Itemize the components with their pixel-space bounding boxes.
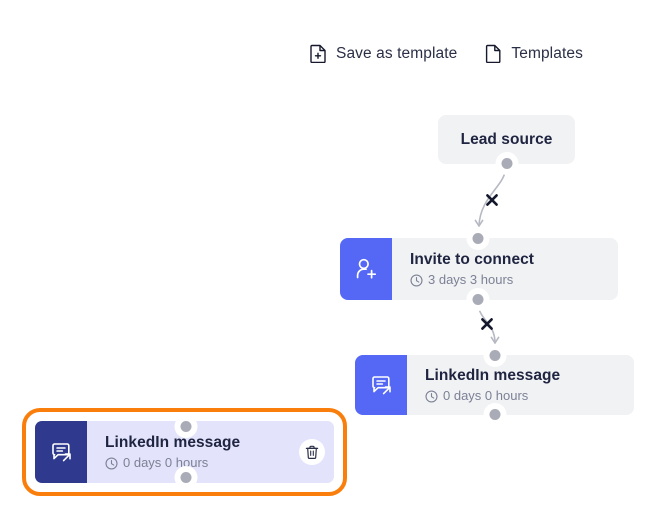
node-linkedin-message-title: LinkedIn message bbox=[425, 367, 561, 384]
node-invite-output-port[interactable] bbox=[472, 294, 484, 305]
remove-connection-x-2[interactable] bbox=[479, 316, 495, 332]
clock-icon bbox=[425, 389, 438, 403]
save-as-template-label: Save as template bbox=[336, 44, 458, 62]
edge-arrowhead-2 bbox=[490, 336, 500, 344]
node-selected-input-port[interactable] bbox=[180, 421, 192, 432]
template-toolbar: Save as template Templates bbox=[310, 44, 583, 63]
user-plus-icon bbox=[340, 238, 392, 300]
templates-label: Templates bbox=[511, 44, 583, 62]
clock-icon bbox=[105, 456, 118, 470]
node-linkedin-message-input-port[interactable] bbox=[489, 350, 501, 361]
node-selected-output-port[interactable] bbox=[180, 472, 192, 483]
node-invite-delay-label: 3 days 3 hours bbox=[428, 272, 514, 287]
delete-node-button[interactable] bbox=[299, 439, 325, 465]
templates-button[interactable]: Templates bbox=[485, 44, 583, 63]
clock-icon bbox=[410, 273, 423, 287]
node-invite-title: Invite to connect bbox=[410, 251, 535, 268]
edge-arrowhead-1 bbox=[474, 219, 484, 227]
trash-icon bbox=[305, 445, 319, 459]
remove-connection-x-1[interactable] bbox=[484, 192, 500, 208]
node-selected-title: LinkedIn message bbox=[105, 434, 241, 451]
node-linkedin-message-output-port[interactable] bbox=[489, 409, 501, 420]
message-send-icon bbox=[35, 421, 87, 483]
node-lead-source-output-port[interactable] bbox=[501, 158, 512, 169]
node-invite-input-port[interactable] bbox=[472, 233, 484, 244]
node-lead-source[interactable]: Lead source bbox=[438, 115, 575, 175]
node-lead-source-title: Lead source bbox=[460, 131, 553, 148]
node-linkedin-message-delay: 0 days 0 hours bbox=[425, 388, 634, 404]
node-linkedin-message-delay-label: 0 days 0 hours bbox=[443, 388, 529, 403]
node-linkedin-message-selected[interactable]: LinkedIn message 0 days 0 hours bbox=[22, 408, 347, 496]
node-selected-delay-label: 0 days 0 hours bbox=[123, 455, 209, 470]
file-plus-icon bbox=[310, 44, 327, 63]
save-as-template-button[interactable]: Save as template bbox=[310, 44, 457, 63]
file-icon bbox=[485, 44, 502, 63]
node-invite-to-connect[interactable]: Invite to connect 3 days 3 hours bbox=[340, 227, 618, 311]
node-invite-delay: 3 days 3 hours bbox=[410, 272, 618, 288]
message-send-icon bbox=[355, 355, 407, 415]
node-linkedin-message[interactable]: LinkedIn message 0 days 0 hours bbox=[355, 344, 634, 426]
